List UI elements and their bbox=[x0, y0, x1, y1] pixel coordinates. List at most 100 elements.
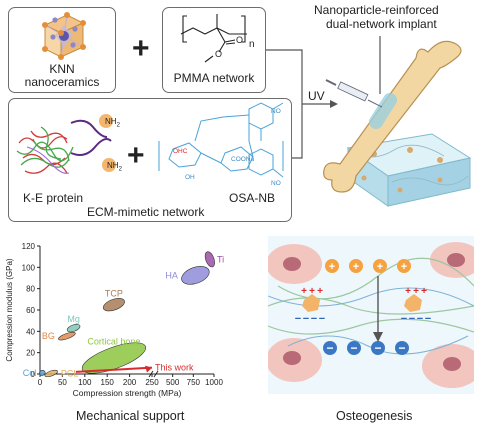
ecm-network-label: ECM-mimetic network bbox=[87, 205, 205, 219]
nh2-label-top: NH2 bbox=[105, 117, 120, 129]
label-col: Col bbox=[23, 368, 37, 378]
negative-charge-bubble bbox=[347, 341, 361, 355]
plus-sign-top: + bbox=[132, 32, 150, 65]
positive-charge-bubble bbox=[397, 259, 411, 273]
cooh-label: COONa bbox=[231, 156, 255, 163]
pmma-oxygen-label: O bbox=[236, 35, 244, 45]
this-work-arrowhead bbox=[145, 365, 152, 373]
axis-break-mark bbox=[148, 370, 154, 378]
y-tick-label: 40 bbox=[26, 327, 35, 336]
oh-label: OH bbox=[185, 174, 195, 181]
negative-charge-sign: − bbox=[374, 341, 381, 355]
label-tcp: TCP bbox=[105, 288, 123, 298]
positive-charge-sign: + bbox=[301, 286, 307, 297]
x-tick-label: 500 bbox=[166, 378, 180, 387]
y-tick-label: 100 bbox=[22, 263, 36, 272]
pmma-label: PMMA network bbox=[173, 71, 255, 85]
x-tick-label: 200 bbox=[123, 378, 137, 387]
positive-charge-sign: + bbox=[421, 286, 427, 297]
axis-break-mark bbox=[153, 370, 159, 378]
knn-label-line1: KNN bbox=[49, 62, 75, 76]
x-tick-label: 1000 bbox=[205, 378, 223, 387]
negative-charge-sign: − bbox=[350, 341, 357, 355]
pmma-oxygen2-label: O bbox=[215, 49, 223, 59]
label-cortical-bone: Cortical bone bbox=[87, 336, 140, 346]
cho-label: OHC bbox=[173, 148, 188, 155]
positive-charge-sign: + bbox=[405, 286, 411, 297]
ke-protein-label: K-E protein bbox=[23, 191, 84, 205]
negative-charge-sign: − bbox=[401, 313, 407, 325]
label-mg: Mg bbox=[67, 314, 80, 324]
implant-label-line2: dual-network implant bbox=[326, 17, 437, 31]
label-pcl: PCL bbox=[61, 368, 79, 378]
y-tick-label: 120 bbox=[22, 242, 36, 251]
positive-charge-sign: + bbox=[309, 286, 315, 297]
label-this-work: This work bbox=[155, 363, 194, 373]
uv-label: UV bbox=[308, 89, 325, 103]
plus-sign-ecm: + bbox=[127, 139, 145, 172]
positive-charge-bubble bbox=[349, 259, 363, 273]
down-arrow bbox=[373, 276, 383, 342]
region-ha bbox=[181, 266, 210, 285]
osa-nb-label: OSA-NB bbox=[229, 191, 276, 205]
pmma-box: n O O PMMA network bbox=[162, 7, 266, 93]
positive-charge-sign: + bbox=[329, 261, 335, 273]
region-tcp bbox=[102, 298, 125, 312]
negative-charge-sign: − bbox=[409, 313, 415, 325]
connector-lines bbox=[266, 49, 338, 159]
negative-charge-bubble bbox=[395, 341, 409, 355]
region-bg bbox=[58, 331, 76, 341]
positive-charge-sign: + bbox=[377, 261, 383, 273]
x-tick-label: 100 bbox=[78, 378, 92, 387]
x-axis-label: Compression strength (MPa) bbox=[73, 388, 182, 398]
ke-protein-icon bbox=[16, 114, 116, 174]
region-pcl bbox=[44, 369, 58, 378]
ecm-box: NH2 NH2 + OHC OH COONa NO NO K-E protein… bbox=[8, 98, 292, 222]
y-tick-label: 60 bbox=[26, 306, 35, 315]
osteogenesis-caption: Osteogenesis bbox=[336, 409, 413, 423]
negative-charge-sign: − bbox=[319, 313, 325, 325]
label-bg: BG bbox=[42, 331, 55, 341]
positive-charge-bubble bbox=[373, 259, 387, 273]
syringe-icon bbox=[325, 79, 383, 108]
bone-implant-illustration bbox=[323, 36, 472, 207]
negative-charge-sign: − bbox=[311, 313, 317, 325]
no2-label-top: NO bbox=[271, 108, 281, 115]
y-axis-label: Compression modulus (GPa) bbox=[5, 258, 14, 361]
x-tick-label: 150 bbox=[101, 378, 115, 387]
positive-charge-sign: + bbox=[401, 261, 407, 273]
region-cortical-bone bbox=[81, 342, 147, 374]
perovskite-crystal-icon bbox=[42, 12, 86, 60]
region-ti bbox=[204, 251, 215, 268]
negative-charge-bubble bbox=[323, 341, 337, 355]
negative-charge-sign: − bbox=[326, 341, 333, 355]
positive-charge-sign: + bbox=[317, 286, 323, 297]
region-mg bbox=[66, 324, 81, 333]
negative-charge-sign: − bbox=[398, 341, 405, 355]
positive-charge-bubble bbox=[325, 259, 339, 273]
positive-charge-sign: + bbox=[353, 261, 359, 273]
region-col bbox=[38, 370, 46, 376]
knn-label-line2: nanoceramics bbox=[24, 75, 100, 89]
y-tick-label: 0 bbox=[31, 370, 36, 379]
nanoparticles bbox=[302, 294, 422, 312]
nh2-label-bottom: NH2 bbox=[107, 161, 122, 173]
bone-icon bbox=[323, 40, 462, 193]
knn-box: KNN nanoceramics bbox=[8, 7, 116, 93]
implant-label-line1: Nanoparticle-reinforced bbox=[314, 3, 439, 17]
negative-charge-sign: − bbox=[303, 313, 309, 325]
no2-label-bottom: NO bbox=[271, 180, 281, 187]
pmma-subscript: n bbox=[249, 39, 255, 50]
negative-charge-sign: − bbox=[295, 313, 301, 325]
x-tick-label: 0 bbox=[38, 378, 43, 387]
osa-nb-structure-icon bbox=[158, 102, 284, 178]
negative-charge-bubble bbox=[371, 341, 385, 355]
x-tick-label: 50 bbox=[58, 378, 67, 387]
osteogenesis-illustration: ++++++++++−−−−−−−−−−−− bbox=[268, 236, 474, 394]
cell-icons bbox=[268, 242, 474, 388]
y-tick-label: 20 bbox=[26, 349, 35, 358]
this-work-arrow bbox=[75, 366, 153, 373]
label-ha: HA bbox=[165, 270, 178, 280]
negative-charge-sign: − bbox=[417, 313, 423, 325]
